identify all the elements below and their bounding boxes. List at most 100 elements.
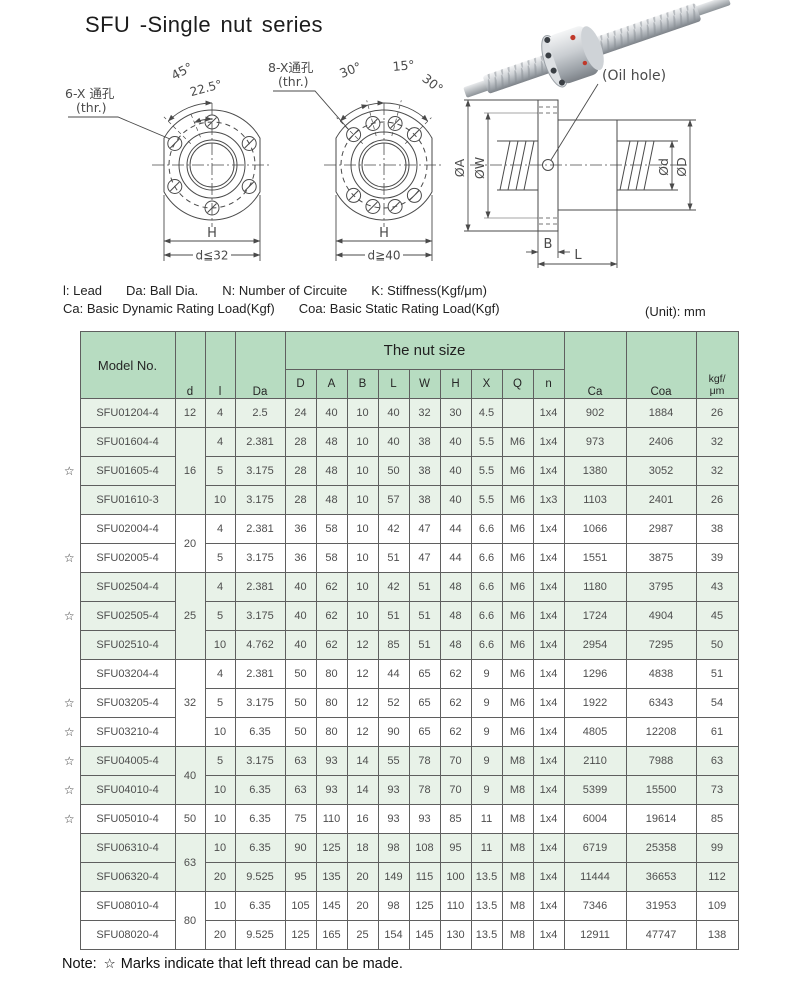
cell-Coa: 4904 <box>625 601 697 631</box>
cell-n: 1x4 <box>532 543 565 573</box>
cell-Da: 6.35 <box>234 775 286 805</box>
cell-Coa: 3052 <box>625 456 697 486</box>
cell-Da: 3.175 <box>234 456 286 486</box>
cell-kgf: 43 <box>695 572 739 602</box>
left-thread-mark <box>59 427 80 457</box>
cell-B: 12 <box>346 630 379 660</box>
cell-B: 10 <box>346 456 379 486</box>
cell-Ca: 12911 <box>563 920 627 950</box>
left-thread-mark: ☆ <box>59 775 80 805</box>
cell-kgf: 61 <box>695 717 739 747</box>
cell-Q: M6 <box>501 572 534 602</box>
model-no: SFU01610-3 <box>79 485 176 515</box>
col-nut-n: n <box>532 369 565 399</box>
cell-W: 93 <box>408 804 441 834</box>
cell-Q: M6 <box>501 427 534 457</box>
cell-kgf: 26 <box>695 398 739 428</box>
left-thread-mark <box>59 862 80 892</box>
cell-n: 1x4 <box>532 920 565 950</box>
cell-Da: 3.175 <box>234 688 286 718</box>
cell-Da: 9.525 <box>234 862 286 892</box>
cell-n: 1x4 <box>532 514 565 544</box>
cell-L: 93 <box>377 804 410 834</box>
cell-H: 62 <box>439 717 472 747</box>
cell-Coa: 4838 <box>625 659 697 689</box>
cell-W: 65 <box>408 659 441 689</box>
cell-D: 50 <box>284 717 317 747</box>
cell-D: 40 <box>284 572 317 602</box>
cell-l: 4 <box>204 398 236 428</box>
cell-Q: M8 <box>501 804 534 834</box>
d-value: 80 <box>174 891 206 950</box>
cell-H: 70 <box>439 775 472 805</box>
cell-L: 85 <box>377 630 410 660</box>
flange-6-hole-drawing: 45° 22.5° 6-X 通孔 (thr.) H d≦32 <box>65 59 272 263</box>
note-star-icon: ☆ <box>103 956 116 972</box>
model-no: SFU08010-4 <box>79 891 176 921</box>
cell-L: 42 <box>377 572 410 602</box>
star-gutter-header <box>59 331 80 399</box>
cell-l: 5 <box>204 601 236 631</box>
cell-n: 1x4 <box>532 862 565 892</box>
cell-X: 6.6 <box>470 543 503 573</box>
cell-A: 110 <box>315 804 348 834</box>
cell-Ca: 6004 <box>563 804 627 834</box>
flange-8-hole-drawing: 30° 15° 30° 8-X通孔 (thr.) H d≧40 <box>268 57 446 262</box>
cell-kgf: 63 <box>695 746 739 776</box>
d-value: 12 <box>174 398 206 428</box>
cell-Ca: 2954 <box>563 630 627 660</box>
cell-H: 40 <box>439 456 472 486</box>
cell-l: 4 <box>204 572 236 602</box>
cell-l: 5 <box>204 746 236 776</box>
col-nut-B: B <box>346 369 379 399</box>
cell-X: 6.6 <box>470 630 503 660</box>
model-no: SFU02504-4 <box>79 572 176 602</box>
cell-A: 40 <box>315 398 348 428</box>
left-thread-mark: ☆ <box>59 804 80 834</box>
col-l-header: l <box>204 331 236 399</box>
col-nut-W: W <box>408 369 441 399</box>
cell-Q <box>501 398 534 428</box>
cell-W: 125 <box>408 891 441 921</box>
ballscrew-photo <box>463 0 731 98</box>
d-value: 32 <box>174 659 206 747</box>
cell-Q: M6 <box>501 485 534 515</box>
cell-W: 78 <box>408 746 441 776</box>
legend-item: Da: Ball Dia. <box>126 283 199 298</box>
cell-l: 20 <box>204 920 236 950</box>
cell-Da: 2.381 <box>234 659 286 689</box>
cell-A: 80 <box>315 659 348 689</box>
dia-d-big-label: ØD <box>674 157 689 176</box>
cell-D: 28 <box>284 485 317 515</box>
cell-A: 80 <box>315 688 348 718</box>
cell-n: 1x4 <box>532 775 565 805</box>
cell-Ca: 1296 <box>563 659 627 689</box>
col-d-header: d <box>174 331 206 399</box>
legend-item: Coa: Basic Static Rating Load(Kgf) <box>298 301 500 316</box>
cell-B: 10 <box>346 398 379 428</box>
cell-n: 1x4 <box>532 804 565 834</box>
left-thread-mark: ☆ <box>59 717 80 747</box>
d-value: 63 <box>174 833 206 892</box>
cell-n: 1x4 <box>532 456 565 486</box>
cell-W: 47 <box>408 543 441 573</box>
cell-B: 12 <box>346 717 379 747</box>
cell-X: 6.6 <box>470 514 503 544</box>
cell-B: 10 <box>346 485 379 515</box>
cell-L: 42 <box>377 514 410 544</box>
col-nut-H: H <box>439 369 472 399</box>
cell-D: 36 <box>284 514 317 544</box>
cell-A: 145 <box>315 891 348 921</box>
cell-l: 20 <box>204 862 236 892</box>
cell-Da: 6.35 <box>234 717 286 747</box>
cell-X: 5.5 <box>470 456 503 486</box>
cell-H: 44 <box>439 514 472 544</box>
model-no: SFU06310-4 <box>79 833 176 863</box>
model-no: SFU01604-4 <box>79 427 176 457</box>
col-nut-Q: Q <box>501 369 534 399</box>
cell-Q: M6 <box>501 514 534 544</box>
flange6-h-label: H <box>207 226 217 241</box>
